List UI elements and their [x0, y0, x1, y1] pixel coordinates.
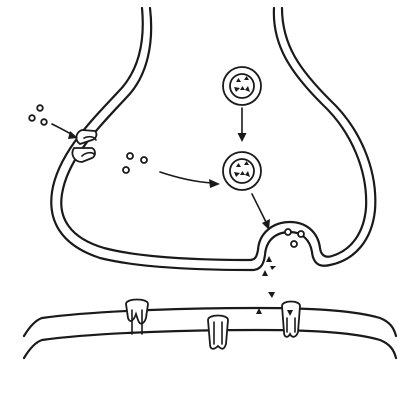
synaptic-vesicle-top [223, 67, 261, 105]
postsynaptic-receptor-center [208, 316, 228, 349]
intracellular-neurotransmitter [123, 153, 147, 173]
loading-arrowhead [209, 179, 220, 188]
postsynaptic-receptor-right [282, 302, 300, 337]
synaptic-vesicle-middle [223, 152, 261, 190]
loading-arrow [160, 172, 212, 183]
extracellular-neurotransmitter [29, 105, 47, 125]
postsynaptic-receptor-left [126, 300, 148, 335]
presynaptic-membrane-outer [51, 8, 375, 270]
vesicle-transport-arrowhead [238, 133, 247, 142]
docking-arrow [252, 194, 266, 222]
presynaptic-membrane-inner [61, 8, 366, 260]
